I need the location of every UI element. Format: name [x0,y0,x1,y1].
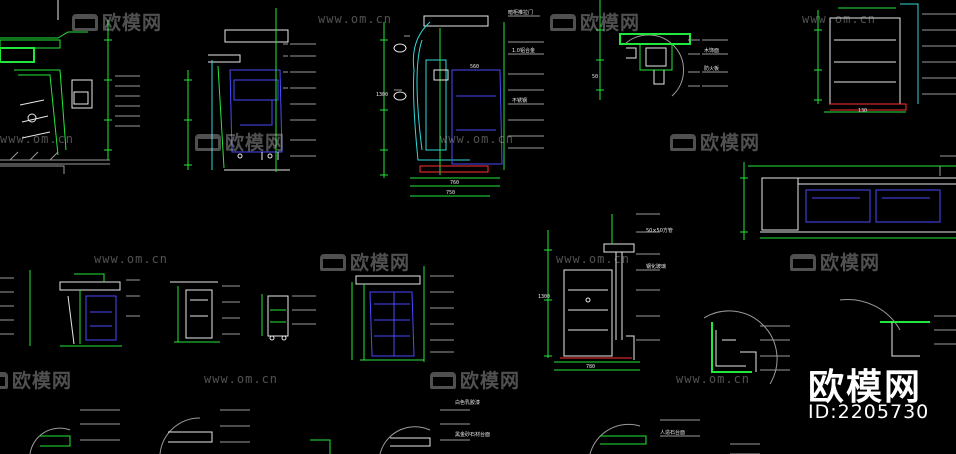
brand-id: ID:2205730 [808,401,930,423]
dim-label: 50 [592,74,598,80]
watermark-logo: 欧模网 [0,366,72,393]
annotation-label: 人造石台面 [660,429,685,436]
annotation-label: 1.0铝合金 [512,47,535,54]
watermark-logo: 欧模网 [550,8,640,35]
annotation-label: 50×50方管 [646,227,673,234]
panel-right-cabinet [814,3,956,113]
dim-label: 1300 [538,294,550,300]
watermark-logo: 欧模网 [320,248,410,275]
dim-label: 750 [446,190,455,196]
annotation-label: 白色乳胶漆 [455,399,480,406]
brand-logo: 欧模网 [808,367,923,408]
watermark-url: www.om.cn [440,132,515,146]
annotation-label: 防火板 [704,65,719,72]
panel-center-counter [351,266,454,362]
annotation-label: 不锈钢 [512,97,527,104]
panel-post-cabinet [544,213,660,371]
annotation-label: 黑金砂石材台面 [455,431,490,438]
panel-small-elevations [0,270,316,347]
panel-reception-counter [740,155,956,240]
sofa-icon [0,372,8,389]
sofa-icon [430,372,456,389]
dim-label: 760 [450,180,459,186]
watermark-logo: 欧模网 [790,248,880,275]
watermark-url: www.om.cn [802,12,877,26]
watermark-logo: 欧模网 [195,128,285,155]
sofa-icon [320,254,346,271]
panel-desk-section [380,15,544,197]
sofa-icon [790,254,816,271]
sofa-icon [195,134,221,151]
watermark-url: www.om.cn [94,252,169,266]
panel-cabinet-elevation [184,8,316,172]
panel-left-counter-section [0,0,140,174]
watermark-url: www.om.cn [204,372,279,386]
annotation-label: 木饰面 [704,47,719,54]
watermark-url: www.om.cn [318,12,393,26]
panel-right-circle-detail [703,299,956,385]
watermark-logo: 欧模网 [430,366,520,393]
dim-label: 780 [586,364,595,370]
panel-bottom-details [29,409,760,454]
sofa-icon [550,14,576,31]
watermark-logo: 欧模网 [670,128,760,155]
watermark-url: www.om.cn [676,372,751,386]
watermark-url: www.om.cn [556,252,631,266]
dim-label: 560 [470,64,479,70]
watermark-logo: 欧模网 [72,8,162,35]
watermark-url: www.om.cn [0,132,75,146]
sofa-icon [72,14,98,31]
panel-circle-detail [596,0,728,100]
annotation-label: 钢化玻璃 [646,263,666,270]
dim-label: 130 [858,108,867,114]
annotation-label: 暗柜推拉门 [508,9,533,16]
dim-label: 1300 [376,92,388,98]
sofa-icon [670,134,696,151]
